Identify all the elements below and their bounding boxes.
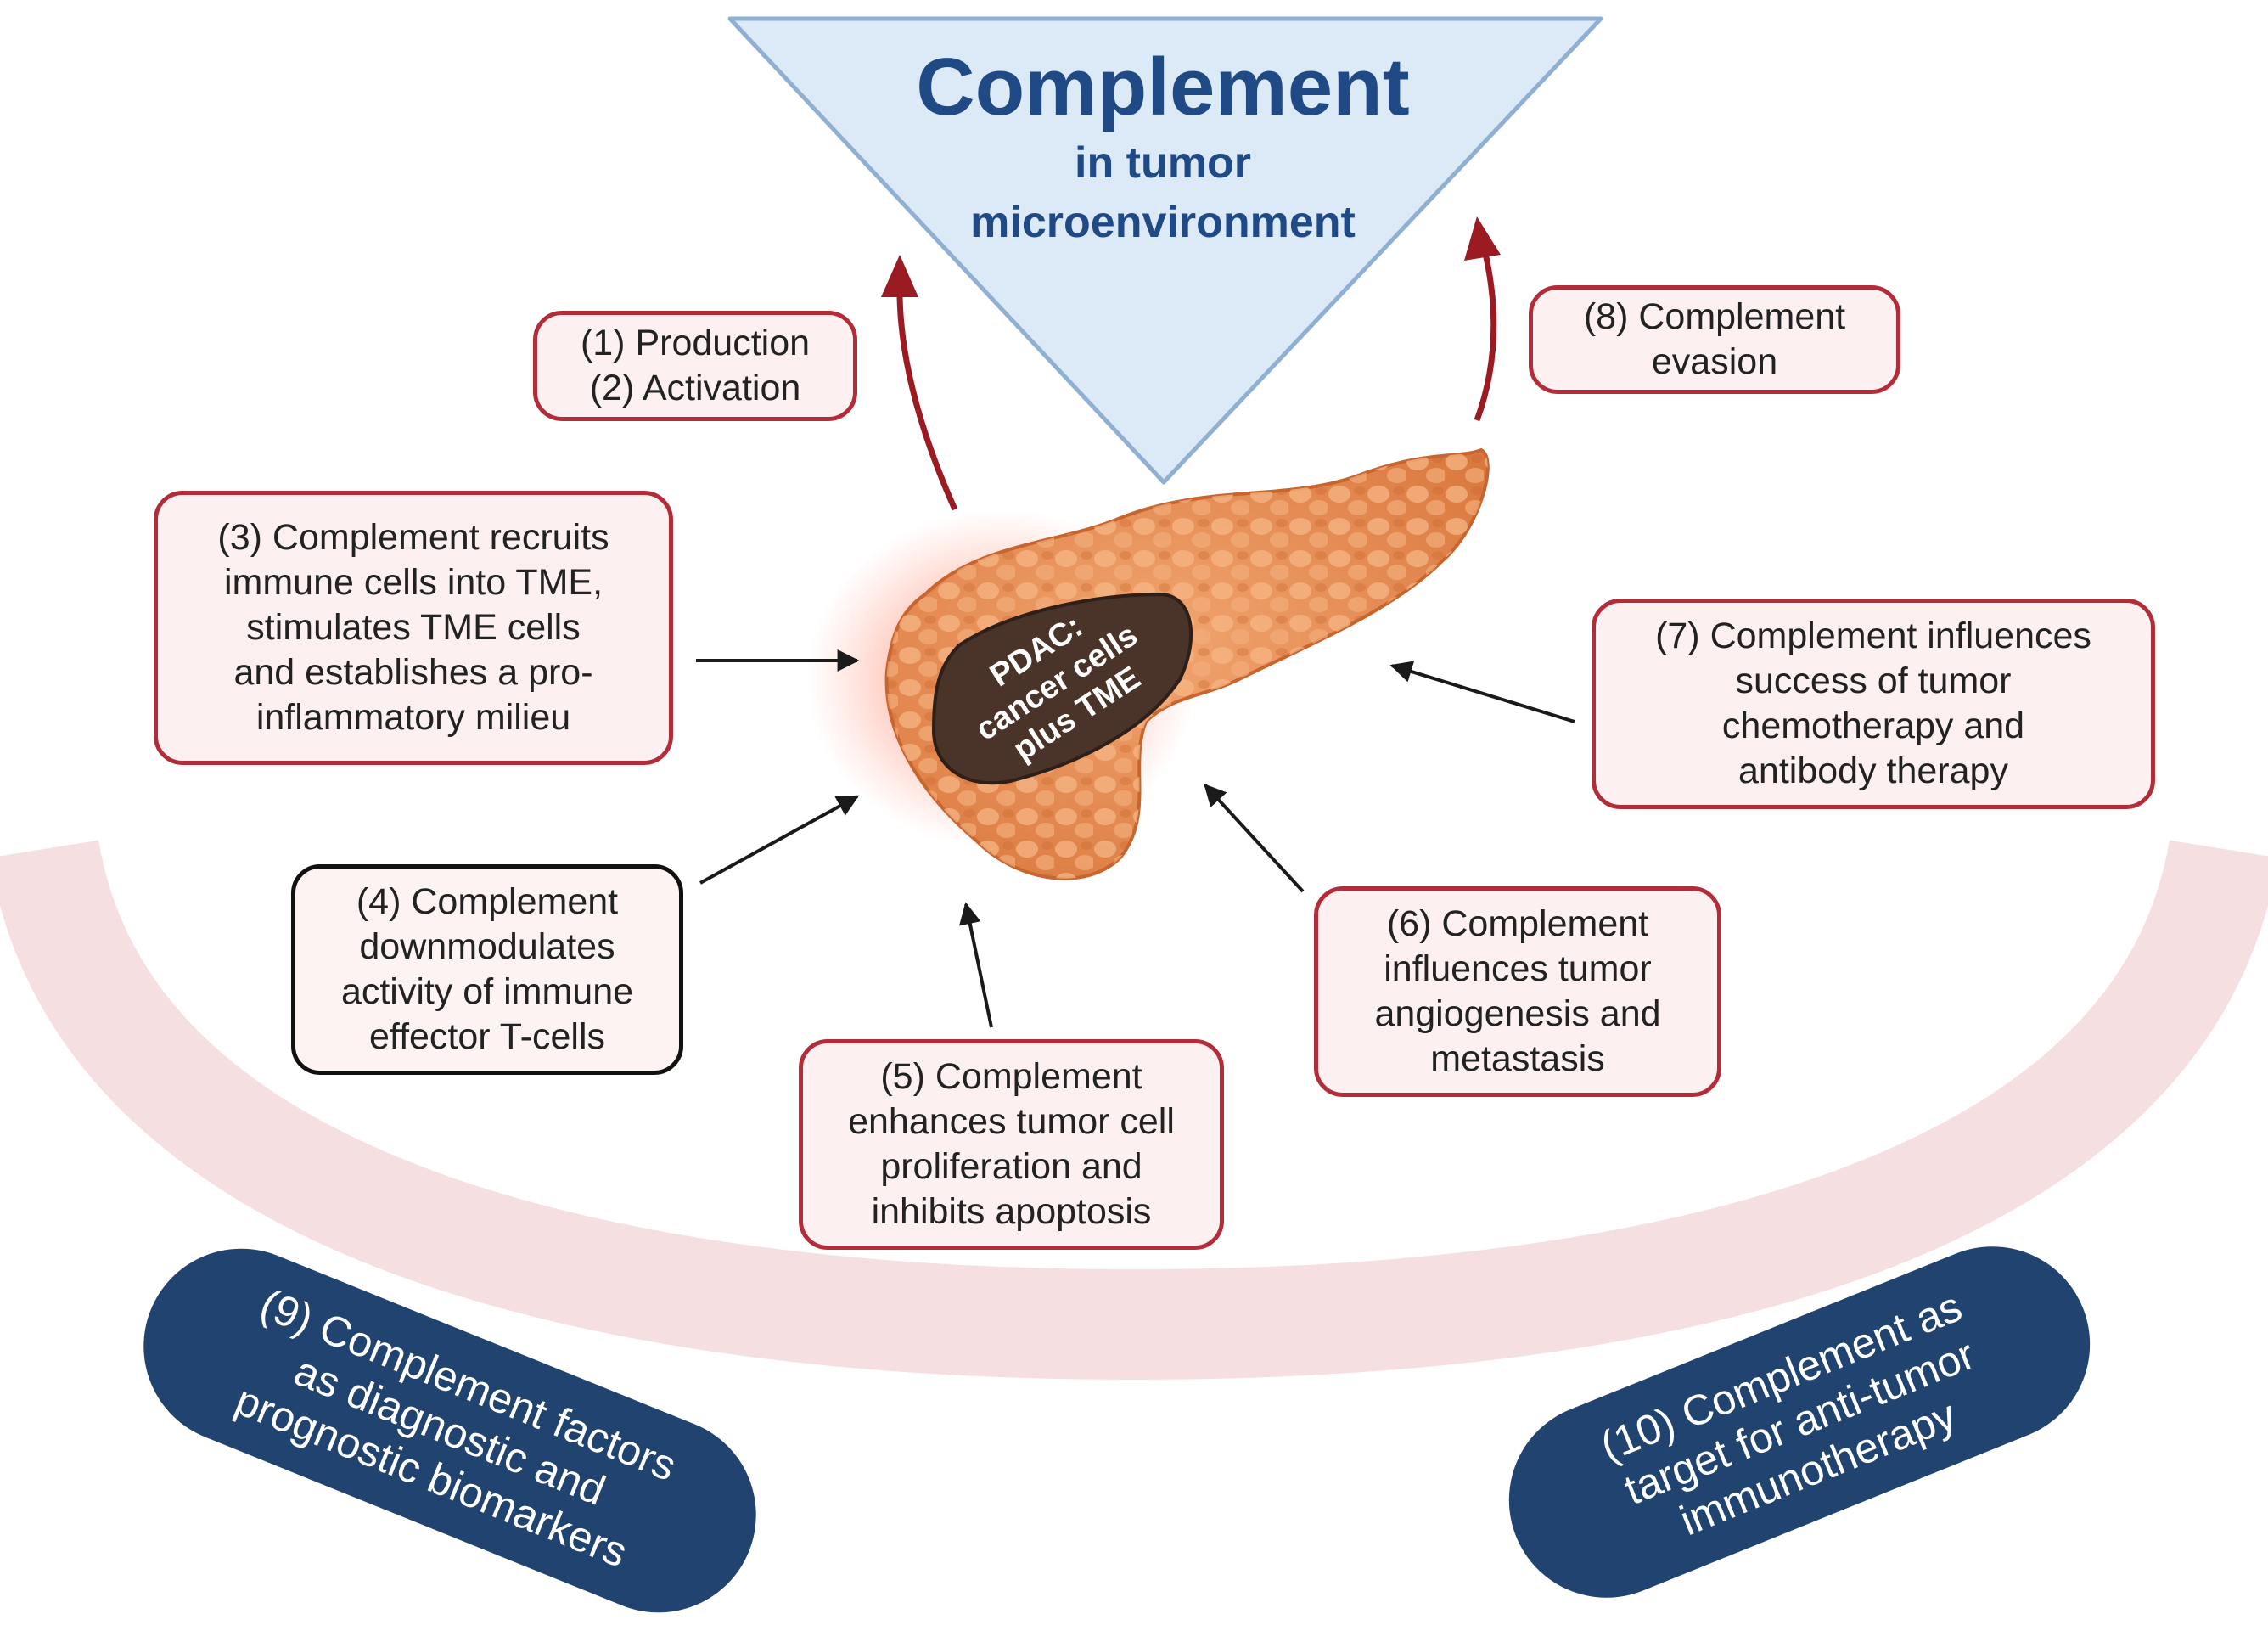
box-angiogenesis-metastasis-line: influences tumor [1384,948,1652,989]
box-immune-recruitment-line: (3) Complement recruits [217,517,609,558]
red-arrowhead-right [1464,216,1501,261]
box-therapy-success-line: success of tumor [1735,661,2012,701]
box-proliferation-apoptosis-line: inhibits apoptosis [871,1191,1152,1232]
box-production-activation-line: (1) Production [580,323,811,363]
box-therapy-success-line: antibody therapy [1738,751,2008,791]
box-angiogenesis-metastasis-line: metastasis [1430,1038,1605,1079]
box-t-cell-downmodulation-line: downmodulates [359,926,615,967]
pancreas-icon [884,447,1490,880]
box-proliferation-apoptosis-line: enhances tumor cell [848,1101,1175,1142]
arrow-from-box-4 [699,795,860,885]
box-angiogenesis-metastasis-line: (6) Complement [1386,903,1649,944]
box-therapy-success-line: (7) Complement influences [1655,616,2091,656]
arrow-from-box-6 [1204,784,1305,893]
page-title: Complement [916,42,1410,132]
box-therapy-success-line: chemotherapy and [1721,706,2025,746]
box-complement-evasion-line: evasion [1651,341,1778,382]
box-immune-recruitment-line: and establishes a pro- [233,652,593,693]
red-arrowhead-left [881,255,918,297]
red-arrow-right [1474,245,1497,422]
box-angiogenesis-metastasis-line: angiogenesis and [1374,993,1661,1034]
box-production-activation: (1) Production (2) Activation [533,311,857,421]
box-t-cell-downmodulation-line: effector T-cells [368,1016,606,1057]
box-complement-evasion-line: (8) Complement [1583,296,1846,337]
title-triangle [727,16,1603,485]
box-production-activation-line: (2) Activation [589,368,801,408]
box-t-cell-downmodulation-line: activity of immune [340,971,634,1012]
red-arrow-left [896,284,958,511]
diagram-artwork [0,16,2268,1381]
box-therapy-success: (7) Complement influences success of tumo… [1592,599,2155,809]
background-arc [0,839,2268,1381]
box-t-cell-downmodulation-line: (4) Complement [356,881,619,922]
box-proliferation-apoptosis-line: (5) Complement [880,1056,1142,1097]
arrow-from-box-7 [1389,661,1575,723]
box-proliferation-apoptosis-line: proliferation and [880,1146,1142,1187]
title-subtitle-line1: in tumor [1075,138,1251,188]
title-subtitle-line2: microenvironment [970,198,1356,247]
box-immune-recruitment-line: immune cells into TME, [223,562,603,603]
tumor-mass [931,592,1193,785]
arrow-from-box-5 [959,902,993,1028]
diagram: Complement in tumor microenvironment PDA… [0,16,2268,1642]
box-immune-recruitment-line: stimulates TME cells [246,607,581,648]
box-immune-recruitment-line: inflammatory milieu [255,697,571,738]
